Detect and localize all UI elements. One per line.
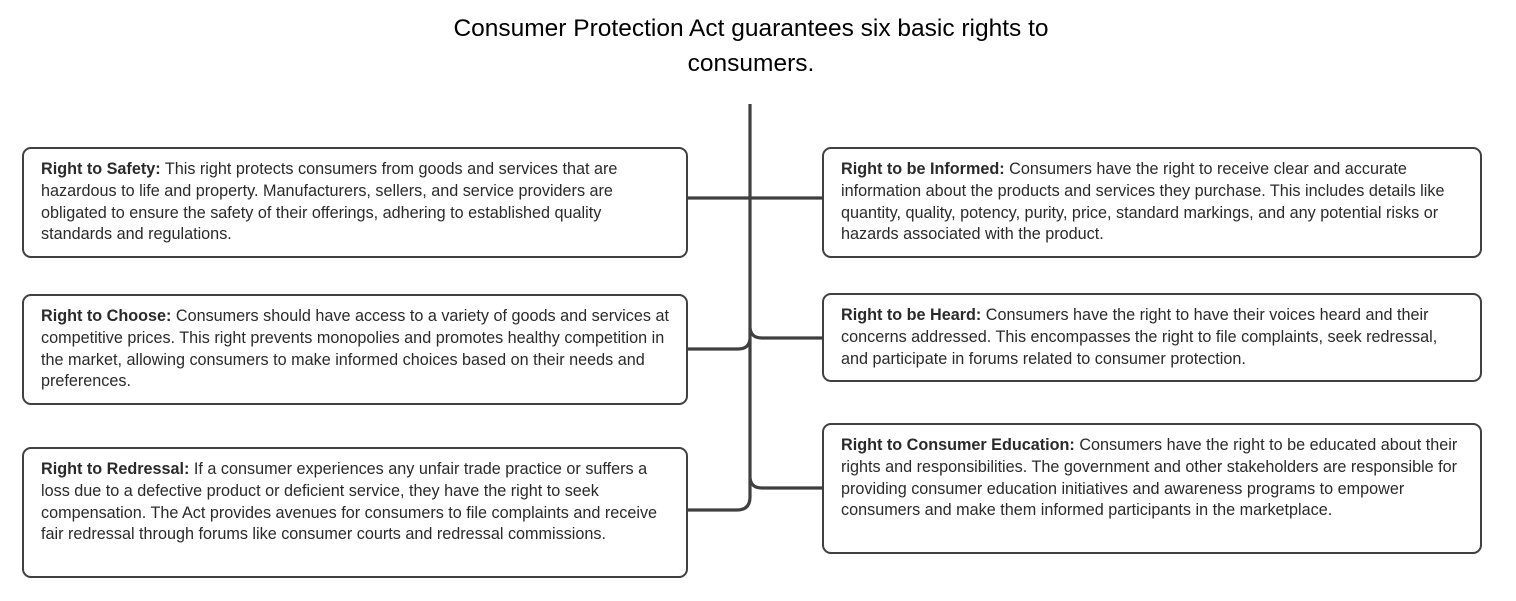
connector-trunk-and-bottom-left-branch <box>688 104 752 512</box>
connector-middle-right-branch <box>748 327 822 340</box>
card-heading: Right to Choose: <box>41 307 172 325</box>
card-heading: Right to Consumer Education: <box>841 436 1075 454</box>
card-right-to-be-heard: Right to be Heard: Consumers have the ri… <box>822 293 1482 383</box>
card-right-to-choose: Right to Choose: Consumers should have a… <box>22 294 688 406</box>
connector-bottom-right-branch <box>748 477 822 490</box>
page-title: Consumer Protection Act guarantees six b… <box>453 15 1049 77</box>
card-right-to-safety: Right to Safety: This right protects con… <box>22 147 688 259</box>
card-heading: Right to Redressal: <box>41 460 190 478</box>
card-body: Consumers should have access to a variet… <box>41 307 669 391</box>
connector-middle-left-branch <box>688 338 752 351</box>
card-right-to-consumer-education: Right to Consumer Education: Consumers h… <box>822 423 1482 554</box>
card-body: Consumers have the right to be educated … <box>841 436 1458 520</box>
card-heading: Right to Safety: <box>41 160 161 178</box>
card-heading: Right to be Heard: <box>841 306 982 324</box>
card-right-to-be-informed: Right to be Informed: Consumers have the… <box>822 147 1482 259</box>
card-body: Consumers have the right to have their v… <box>841 306 1438 368</box>
card-heading: Right to be Informed: <box>841 160 1005 178</box>
card-body: This right protects consumers from goods… <box>41 160 618 244</box>
card-right-to-redressal: Right to Redressal: If a consumer experi… <box>22 447 688 578</box>
card-body: Consumers have the right to receive clea… <box>841 160 1445 244</box>
card-body: If a consumer experiences any unfair tra… <box>41 460 658 544</box>
